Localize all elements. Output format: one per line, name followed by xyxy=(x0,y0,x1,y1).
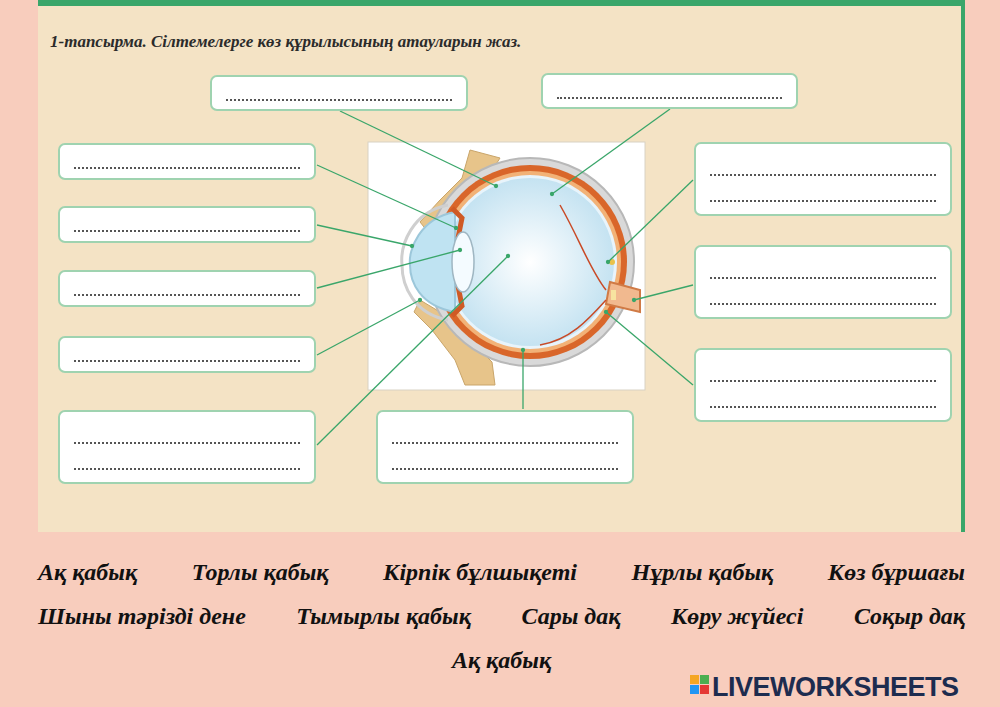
answer-box xyxy=(58,143,316,180)
dotted-line xyxy=(74,167,300,169)
dotted-line xyxy=(392,442,618,444)
word-option: Тымырлы қабық xyxy=(296,603,471,630)
answer-box xyxy=(694,348,952,422)
answer-box xyxy=(694,245,952,319)
word-option: Сары дақ xyxy=(521,603,620,630)
dotted-line xyxy=(557,97,782,99)
word-option: Торлы қабық xyxy=(192,559,329,586)
word-bank: Ақ қабық Торлы қабық Кірпік бұлшықеті Нұрлы… xyxy=(38,550,965,682)
answer-box xyxy=(210,75,468,111)
answer-box xyxy=(694,142,952,216)
word-option: Көз бұршағы xyxy=(828,559,965,586)
answer-box xyxy=(58,270,316,307)
dotted-line xyxy=(710,380,936,382)
answer-box xyxy=(58,410,316,484)
word-option: Ақ қабық xyxy=(452,647,551,674)
answer-box xyxy=(541,73,798,109)
watermark: LIVEWORKSHEETS xyxy=(712,672,959,703)
dotted-line xyxy=(226,99,452,101)
word-option: Ақ қабық xyxy=(38,559,137,586)
dotted-line xyxy=(74,294,300,296)
answer-box xyxy=(376,410,634,484)
task-title: 1-тапсырма. Сілтемелерге көз құрылысының… xyxy=(50,32,521,52)
dotted-line xyxy=(74,442,300,444)
word-row: Шыны тәрізді дене Тымырлы қабық Сары дақ Кө… xyxy=(38,594,965,638)
dotted-line xyxy=(710,174,936,176)
answer-box xyxy=(58,206,316,243)
dotted-line xyxy=(74,360,300,362)
word-row: Ақ қабық Торлы қабық Кірпік бұлшықеті Нұрлы… xyxy=(38,550,965,594)
answer-box xyxy=(58,336,316,373)
dotted-line xyxy=(392,468,618,470)
dotted-line xyxy=(74,230,300,232)
dotted-line xyxy=(710,303,936,305)
word-option: Шыны тәрізді дене xyxy=(38,603,246,630)
dotted-line xyxy=(710,406,936,408)
word-option: Нұрлы қабық xyxy=(632,559,774,586)
dotted-line xyxy=(74,468,300,470)
dotted-line xyxy=(710,277,936,279)
word-option: Соқыр дақ xyxy=(854,603,965,630)
dotted-line xyxy=(710,200,936,202)
word-option: Кірпік бұлшықеті xyxy=(383,559,577,586)
word-option: Көру жүйесі xyxy=(671,603,803,630)
